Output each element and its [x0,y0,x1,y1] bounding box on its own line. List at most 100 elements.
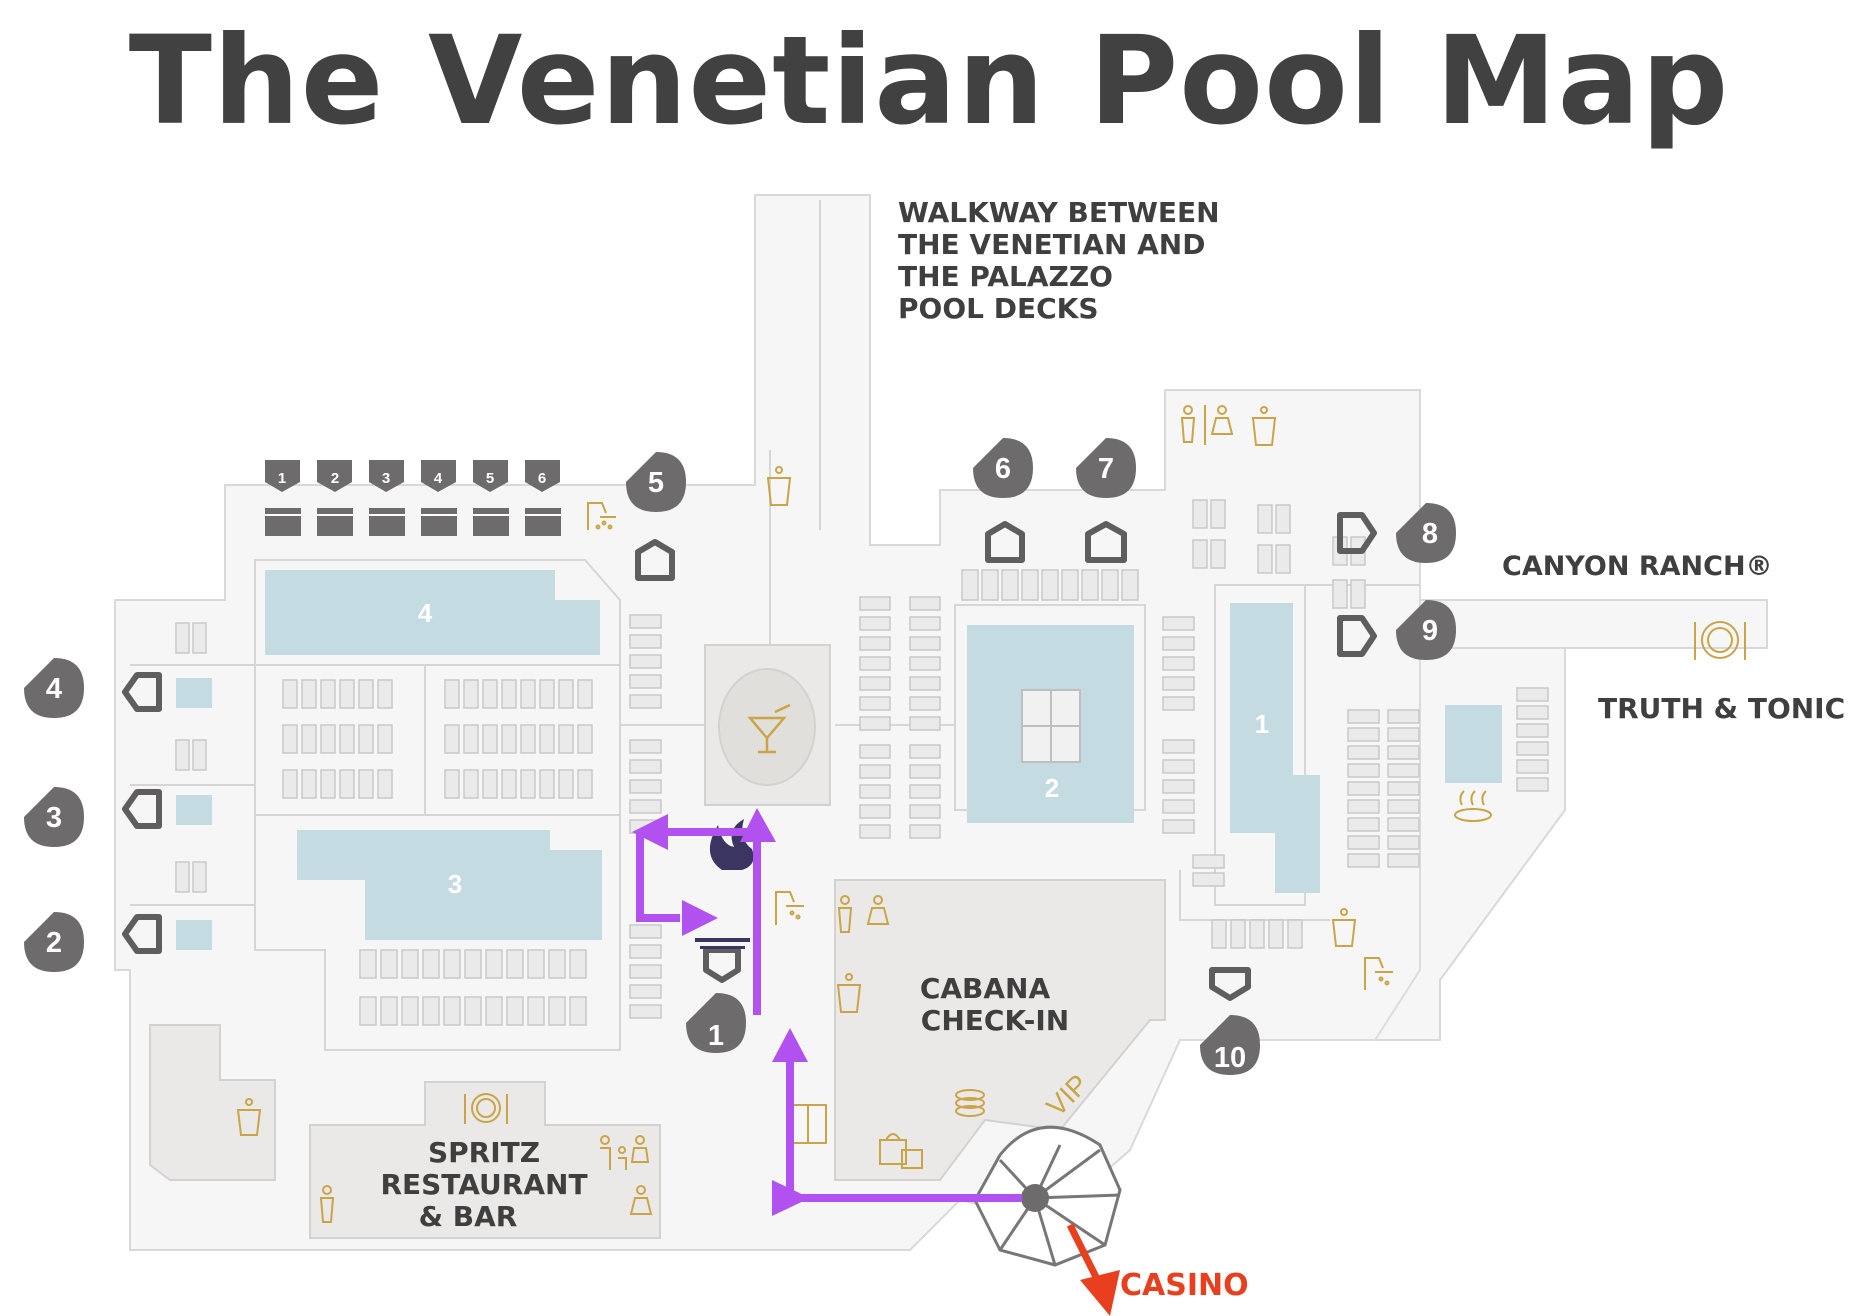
marker-7-pin [1076,438,1136,498]
lounge-chair [539,724,555,754]
lounge-chair [1347,817,1380,832]
floor-plan [114,194,1768,1251]
lounge-chair [859,824,891,839]
lounge-chair [1516,759,1549,774]
lounge-chair [1268,919,1284,949]
lounge-chair [1257,504,1273,534]
lounge-chair [1516,741,1549,756]
lounge-chair [1257,544,1273,574]
lounge-chair [1061,569,1079,601]
lounge-chair [377,679,393,709]
lounge-chair [485,949,503,979]
towel-icon [955,1089,985,1117]
lounge-chair [629,1004,662,1019]
lounge-chair [1347,799,1380,814]
lounge-chair [909,744,941,759]
lounge-chair [444,769,460,799]
lounge-chair [1192,854,1225,869]
lounge-chair [339,769,355,799]
buildings [149,644,1166,1239]
marker-label-8: 8 [1422,518,1438,550]
lounge-chair [377,769,393,799]
lounge-chair [359,949,377,979]
lounge-chair [463,724,479,754]
lounge-chair [1387,745,1420,760]
lounge-chair [358,724,374,754]
lounge-chair [320,724,336,754]
cabana-number-5: 5 [486,470,494,487]
cabana-label-line1: CABANA [920,972,1051,1005]
lounge-chair [1516,777,1549,792]
lounge-chair [1192,499,1208,529]
lounge-chair [301,724,317,754]
lounge-chair [629,964,662,979]
lounge-chair [859,656,891,671]
lounge-chair [1347,709,1380,724]
lounge-chair [482,679,498,709]
lounge-chair [629,634,662,649]
lounge-chair [1021,569,1039,601]
marker-5-pin [626,452,686,512]
cabana-number-3: 3 [382,470,390,487]
marker-2-pin [24,912,84,972]
lounge-chair [444,679,460,709]
marker-3-pin [24,787,84,847]
lounge-chair [961,569,979,601]
pool-label-4: 4 [418,598,433,628]
lounge-chair [192,739,207,771]
lounge-chair [443,996,461,1026]
lounge-chair [629,674,662,689]
dining-icon [464,621,1746,1124]
lounge-chair [1347,745,1380,760]
pool-labels: 4 3 2 1 [418,598,1269,899]
lounge-chair [1162,696,1195,711]
lounge-chair [1387,853,1420,868]
lounge-chair [577,724,593,754]
lounge-chair [909,696,941,711]
lounge-chair [282,724,298,754]
shopping-icon [879,1133,923,1169]
marker-label-5: 5 [648,467,664,499]
lounge-chair [859,804,891,819]
lounge-chair [320,769,336,799]
marker-label-4: 4 [46,673,62,705]
cabana-number-4: 4 [434,470,443,487]
lounge-chair [527,996,545,1026]
family-icon [600,1135,650,1170]
lounge-chair [629,739,662,754]
marker-9-pin [1396,600,1456,660]
marker-label-7: 7 [1098,453,1114,485]
lounge-chair [506,949,524,979]
walkway-label-line1: WALKWAY BETWEEN [898,196,1220,229]
lounge-chair [1162,656,1195,671]
lounge-chair [1287,919,1303,949]
lounge-chair [629,759,662,774]
cocktail-bar-counter [718,668,816,786]
lounge-chair [358,679,374,709]
canyon-ranch-label: CANYON RANCH® [1502,551,1773,582]
lounge-chair [909,676,941,691]
hot-tub-pool [1445,705,1502,783]
lounge-chair [443,949,461,979]
lounge-chair [485,996,503,1026]
lounge-chair [1162,779,1195,794]
lounge-chair [1387,781,1420,796]
lounge-chair [859,716,891,731]
lounge-chair [629,944,662,959]
lounge-chair [482,724,498,754]
fire-pit-icon [695,819,754,949]
lounge-chair [175,622,190,654]
marker-label-2: 2 [46,927,62,959]
lounge-chair [175,739,190,771]
entrance-icons [122,512,1377,1001]
lounge-chair [909,636,941,651]
lounge-chair [629,654,662,669]
spritz-building [309,1081,661,1239]
lounge-chair [1332,579,1348,609]
lounge-chair [539,679,555,709]
lounge-chair [1516,705,1549,720]
lounge-chair [520,679,536,709]
lounge-chair [520,769,536,799]
lounge-chair [558,679,574,709]
marker-label-10: 10 [1214,1042,1246,1074]
